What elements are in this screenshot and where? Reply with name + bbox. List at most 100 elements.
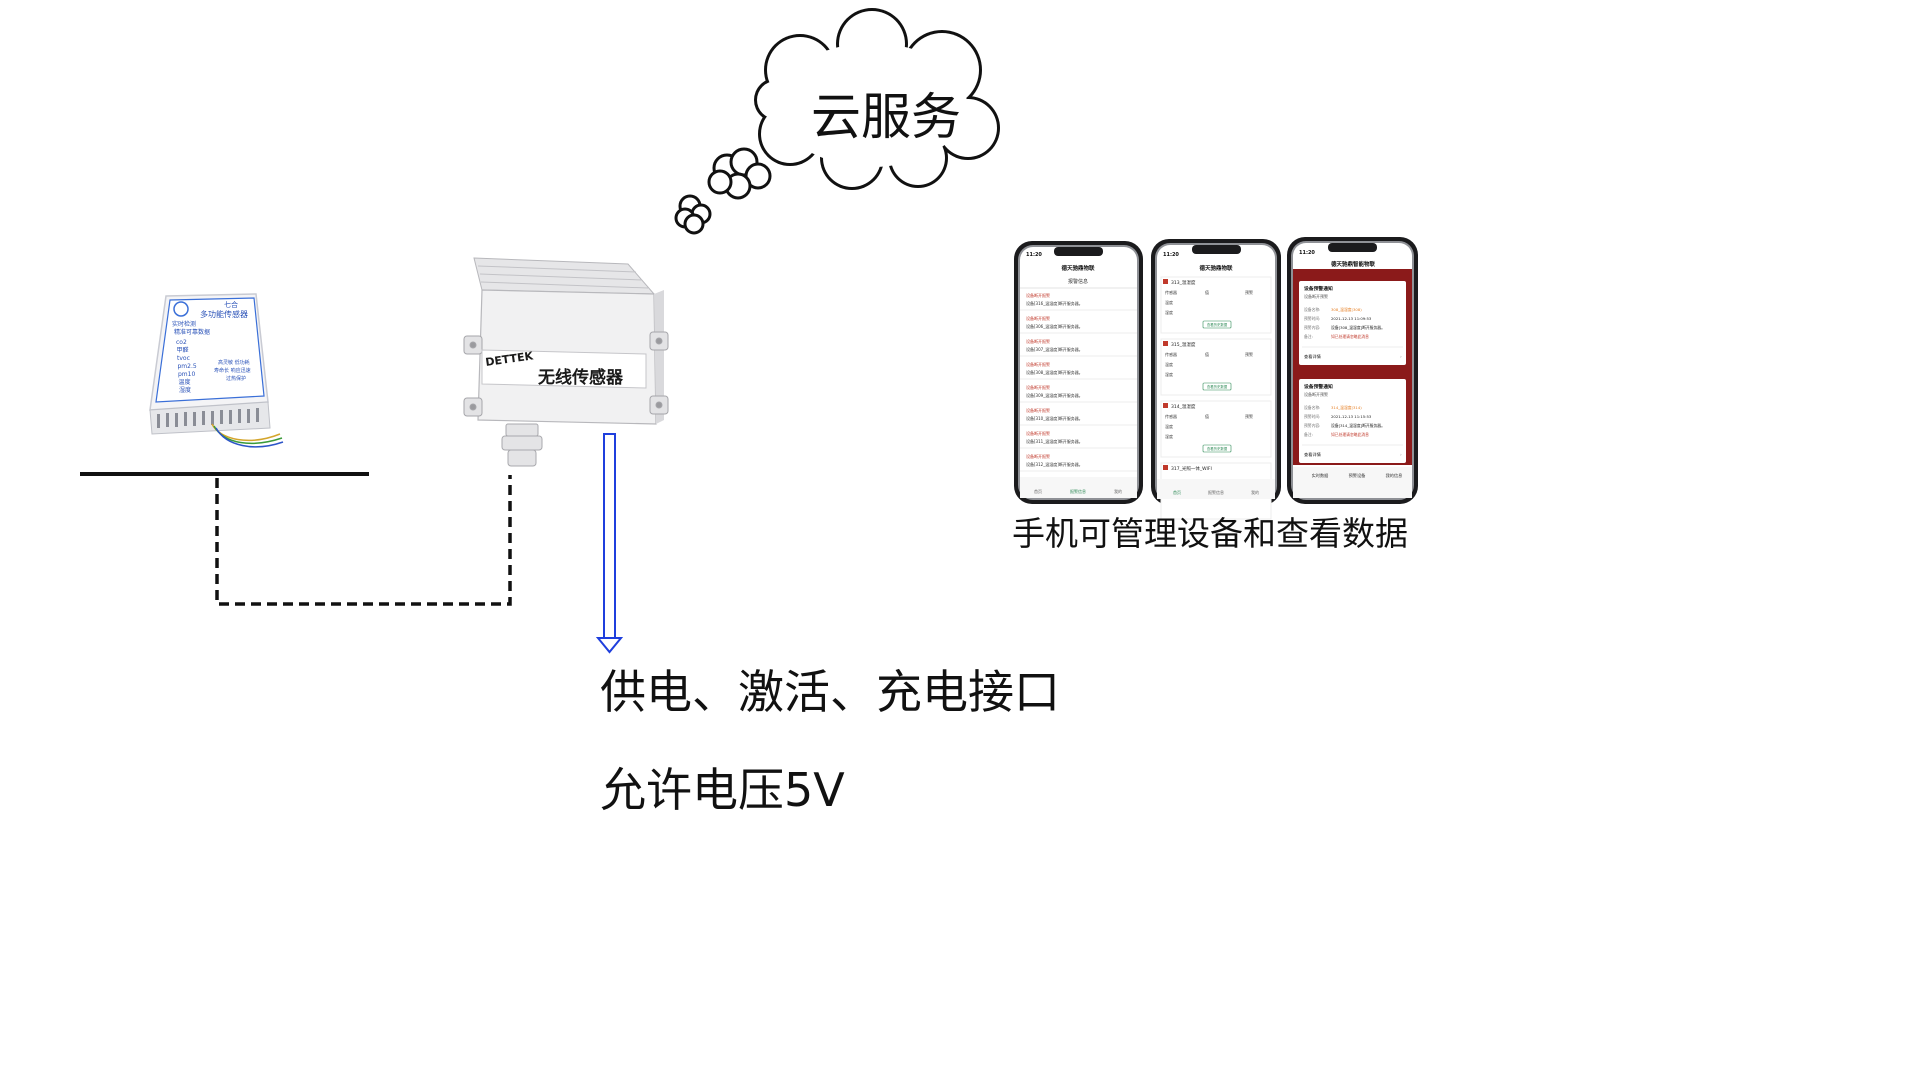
cable-gland [501, 423, 543, 467]
phone-1: 11:20 德天驰鼎物联 报警信息 设备断开报警设备[316_温湿度]断开服务器… [1014, 241, 1143, 504]
nav-item[interactable]: 我的信息 [1386, 472, 1403, 479]
sensor-row: 温度 [1165, 361, 1173, 367]
device-card-title[interactable]: 315_温湿度 [1171, 341, 1196, 348]
sensor-item: pm2.5 [178, 363, 197, 370]
mounting-lugs [463, 331, 669, 417]
alert-title: 设备断开报警 [1026, 315, 1050, 321]
power-port-arrow [595, 433, 624, 654]
nav-item[interactable]: 实时数据 [1312, 472, 1329, 479]
alert-title: 设备断开报警 [1026, 384, 1050, 390]
field-time: 2021-12-13 11:09:53 [1331, 316, 1372, 321]
device-card-title[interactable]: 314_温湿度 [1171, 403, 1196, 410]
device-card-title[interactable]: 313_温湿度 [1171, 279, 1196, 286]
alert-row: 设备[312_温湿度]断开服务器。 [1026, 461, 1083, 467]
system-diagram: 云服务 七合 多功能传感器 实时检测精准可靠数据co2甲醛tvocpm2.5pm… [80, 8, 1418, 817]
col-header: 预警 [1245, 351, 1253, 357]
alert-title: 设备断开报警 [1026, 338, 1050, 344]
history-button[interactable]: 查看历史数据 [1207, 322, 1228, 327]
alert-row: 设备[308_温湿度]断开服务器。 [1026, 369, 1083, 375]
sensor-item: co2 [176, 339, 187, 346]
field-device: 308_温湿度(308) [1331, 307, 1362, 312]
thought-puff-small [674, 194, 712, 235]
cloud-label: 云服务 [811, 88, 961, 146]
field-label: 设备名称: [1304, 307, 1320, 312]
nav-item[interactable]: 报警信息 [1208, 489, 1224, 495]
sensor-feature: 高灵敏 低功耗 [218, 359, 250, 366]
alert-row: 设备[316_温湿度]断开服务器。 [1026, 300, 1083, 306]
sensor-item: 温度 [179, 378, 191, 386]
col-header: 预警 [1245, 413, 1253, 419]
alert-row: 设备[310_温湿度]断开服务器。 [1026, 415, 1083, 421]
multifunction-sensor: 七合 多功能传感器 实时检测精准可靠数据co2甲醛tvocpm2.5pm10温度… [149, 293, 284, 448]
sensor-row: 湿度 [1165, 309, 1173, 315]
history-button[interactable]: 查看历史数据 [1207, 446, 1228, 451]
more-link[interactable]: 查看详情 [1304, 353, 1321, 360]
col-header: 值 [1205, 351, 1209, 357]
svg-text:11:20: 11:20 [1299, 250, 1315, 256]
alert-title: 设备断开报警 [1026, 407, 1050, 413]
phone3-app-title: 德天驰鼎智能物联 [1330, 260, 1376, 268]
more-link[interactable]: 查看详情 [1304, 451, 1321, 458]
alert-row: 设备[306_温湿度]断开服务器。 [1026, 323, 1083, 329]
sensor-item: tvoc [177, 355, 190, 362]
field-content: 设备[308_温湿度]断开服务器。 [1331, 325, 1385, 330]
sensor-box-label: 无线传感器 [537, 367, 624, 388]
sensor-subtitle-line: 实时检测 [172, 320, 196, 328]
phone2-app-title: 德天驰鼎物联 [1198, 264, 1233, 272]
alert-row: 设备[307_温湿度]断开服务器。 [1026, 346, 1083, 352]
sensor-item: 湿度 [179, 386, 191, 394]
field-time: 2021-12-13 11:15:53 [1331, 414, 1372, 419]
dashed-connection [215, 475, 512, 606]
nav-item[interactable]: 首页 [1034, 488, 1042, 494]
svg-text:11:20: 11:20 [1163, 252, 1179, 258]
field-label: 预警内容: [1304, 325, 1320, 330]
nav-item[interactable]: 我的 [1251, 489, 1259, 495]
col-header: 预警 [1245, 289, 1253, 295]
nav-item[interactable]: 首页 [1173, 489, 1181, 495]
col-header: 值 [1205, 413, 1209, 419]
power-note-line1: 供电、激活、充电接口 [600, 665, 1060, 719]
phone-3: 11:20 德天驰鼎智能物联 设备预警通知设备断开预警设备名称:308_温湿度(… [1287, 237, 1418, 504]
field-label: 备注: [1304, 334, 1313, 339]
sensor-vents [157, 408, 259, 428]
cloud-shape [754, 8, 1000, 190]
nav-item[interactable]: 报警信息 [1070, 488, 1086, 494]
sensor-row: 湿度 [1165, 371, 1173, 377]
sensor-item: 甲醛 [177, 346, 189, 354]
chevron-right-icon: › [1400, 453, 1402, 458]
field-label: 预警内容: [1304, 423, 1320, 428]
col-header: 传感器 [1165, 289, 1177, 295]
svg-text:11:20: 11:20 [1026, 252, 1042, 258]
svg-text:报警信息: 报警信息 [1068, 278, 1088, 285]
nav-item[interactable]: 预警设备 [1349, 472, 1367, 479]
sensor-feature: 寿命长 响应迅速 [214, 367, 251, 374]
alert-row: 设备[311_温湿度]断开服务器。 [1026, 438, 1083, 444]
phone-2: 11:20 德天驰鼎物联 313_温湿度传感器值预警温度湿度查看历史数据315_… [1151, 239, 1281, 520]
alert-title: 设备断开报警 [1026, 453, 1050, 459]
power-note-line2: 允许电压5V [600, 763, 845, 817]
top-stripes [477, 265, 649, 289]
alert-title: 设备断开报警 [1026, 430, 1050, 436]
device-card-title[interactable]: 317_光照一体_WIFI [1171, 465, 1212, 472]
field-label: 备注: [1304, 432, 1313, 437]
phones-caption: 手机可管理设备和查看数据 [1012, 514, 1408, 553]
field-content: 设备[314_温湿度]断开服务器。 [1331, 423, 1385, 428]
field-device: 314_温湿度(314) [1331, 405, 1362, 410]
alert-title: 设备断开报警 [1026, 361, 1050, 367]
sensor-item: pm10 [178, 371, 195, 378]
history-button[interactable]: 查看历史数据 [1207, 384, 1228, 389]
chevron-right-icon: › [1400, 355, 1402, 360]
nav-item[interactable]: 我的 [1114, 488, 1122, 494]
thought-puff-medium [707, 147, 772, 200]
notice-sub: 设备断开预警 [1304, 391, 1328, 397]
alert-title: 设备断开报警 [1026, 292, 1050, 298]
phone1-app-title: 德天驰鼎物联 [1060, 264, 1095, 272]
col-header: 传感器 [1165, 413, 1177, 419]
field-remark: 如已处理请忽略此消息 [1331, 432, 1369, 437]
sensor-row: 温度 [1165, 423, 1173, 429]
sensor-row: 湿度 [1165, 433, 1173, 439]
sensor-title: 多功能传感器 [200, 309, 248, 319]
sensor-brand: 七合 [224, 300, 238, 309]
sensor-logo-icon [173, 301, 189, 317]
field-label: 设备名称: [1304, 405, 1320, 410]
